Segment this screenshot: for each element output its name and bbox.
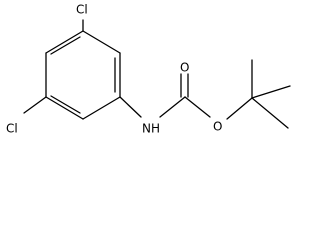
ring-bond-4 [45,96,84,120]
bond-tert-c-methyl-down [251,97,289,129]
nh-label: NH [142,122,160,136]
ring-bond-3 [82,96,121,120]
ring-inner-double-2 [50,95,81,114]
benzene-ring [45,30,121,120]
bond-tert-c-methyl-right [251,85,291,99]
bond-ring-to-cl-bottom [23,96,47,114]
cl-top-label: Cl [76,3,88,17]
bond-ester-o-to-tert-c [226,97,253,120]
cl-bottom-label: Cl [6,122,18,136]
bond-ring-to-nh [119,96,142,118]
bond-nh-to-carbonyl-c [159,96,186,118]
ring-bond-6 [45,30,84,54]
bond-carbonyl-c-to-ester-o [184,96,211,118]
chemical-structure: Cl Cl NH O O [6,3,291,136]
ester-o-label: O [213,120,222,134]
carbonyl-o-label: O [180,61,189,75]
ring-inner-double-3 [50,36,81,55]
ring-bond-1 [82,30,121,54]
